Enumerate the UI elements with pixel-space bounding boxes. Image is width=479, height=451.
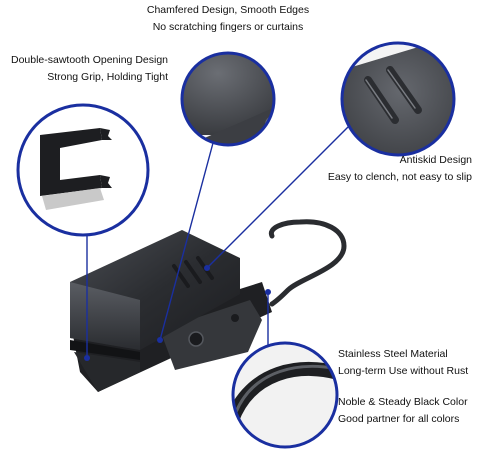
callout-chamfered-subtitle: No scratching fingers or curtains (152, 21, 304, 33)
pointer-dot (157, 337, 163, 343)
callout-steel-subtitle: Long-term Use without Rust (338, 365, 469, 377)
callout-chamfered: Chamfered Design, Smooth Edges No scratc… (138, 2, 318, 36)
zoom-steel-wire (231, 341, 339, 449)
callout-sawtooth-title: Double-sawtooth Opening Design (10, 54, 168, 66)
pointer-dot (265, 289, 271, 295)
antiskid-groove (184, 260, 202, 284)
callout-color-subtitle: Good partner for all colors (338, 413, 460, 425)
clip-lower-front (74, 352, 140, 392)
callout-steel: Stainless Steel Material Long-term Use w… (338, 346, 478, 380)
callout-pointers (84, 124, 351, 361)
rivet (188, 331, 204, 347)
callout-sawtooth-subtitle: Strong Grip, Holding Tight (47, 71, 168, 83)
hook-wire (268, 219, 347, 307)
zoom-antiskid (340, 41, 456, 157)
zoom-double-sawtooth (16, 103, 150, 237)
callout-steel-title: Stainless Steel Material (338, 348, 448, 360)
pointer-chamfered (159, 142, 214, 341)
antiskid-groove (172, 264, 190, 288)
callout-sawtooth: Double-sawtooth Opening Design Strong Gr… (2, 52, 168, 86)
pointer-dot (84, 355, 90, 361)
callout-color-title: Noble & Steady Black Color (338, 396, 468, 408)
callout-antiskid-title: Antiskid Design (399, 154, 472, 166)
zoom-chamfered-edge (180, 51, 276, 147)
pointer-antiskid (206, 124, 351, 269)
callout-antiskid-subtitle: Easy to clench, not easy to slip (327, 171, 472, 183)
callout-chamfered-title: Chamfered Design, Smooth Edges (146, 4, 310, 16)
rivet-small (231, 314, 239, 322)
pointer-dot (204, 265, 210, 271)
callout-color: Noble & Steady Black Color Good partner … (338, 394, 478, 428)
callout-antiskid: Antiskid Design Easy to clench, not easy… (300, 152, 472, 186)
